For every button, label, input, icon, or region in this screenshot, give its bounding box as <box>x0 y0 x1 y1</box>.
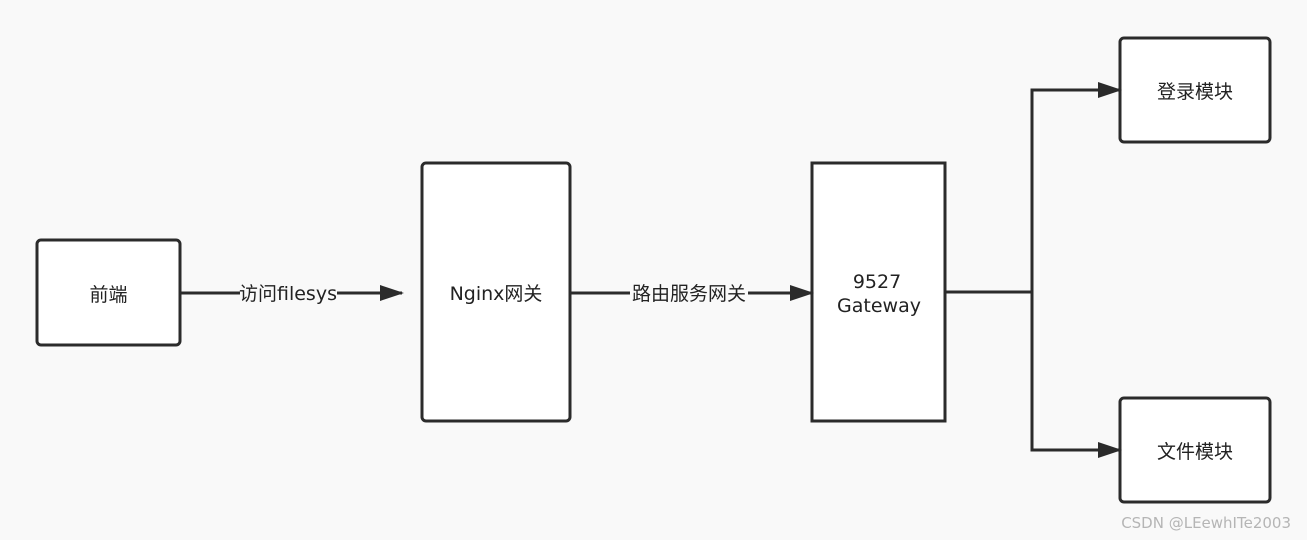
node-gateway-name: Gateway <box>837 295 921 317</box>
edge-frontend-to-nginx-label: 访问filesys <box>239 283 337 305</box>
node-gateway: 9527 Gateway <box>810 161 947 423</box>
node-login: 登录模块 <box>1118 36 1272 144</box>
edge-gateway-branch <box>945 82 1122 458</box>
edge-nginx-to-gateway-label: 路由服务网关 <box>632 283 746 305</box>
edge-gateway-to-login <box>945 82 1122 294</box>
edge-nginx-to-gateway-label-bg <box>630 281 748 305</box>
node-file: 文件模块 <box>1118 396 1272 504</box>
node-nginx: Nginx网关 <box>420 161 572 423</box>
node-file-label: 文件模块 <box>1157 441 1233 463</box>
edge-gateway-to-file <box>1030 292 1122 458</box>
edge-frontend-to-nginx-label-bg <box>240 281 337 305</box>
node-frontend: 前端 <box>35 238 182 347</box>
node-gateway-port: 9527 <box>853 271 901 293</box>
node-nginx-label: Nginx网关 <box>450 283 543 305</box>
watermark-text: CSDN @LEewhITe2003 <box>1121 514 1291 532</box>
node-login-label: 登录模块 <box>1157 81 1233 103</box>
edge-nginx-to-gateway: 路由服务网关 <box>570 281 814 305</box>
node-gateway-box <box>810 161 947 423</box>
edge-frontend-to-nginx: 访问filesys <box>180 281 404 305</box>
node-frontend-label: 前端 <box>89 284 127 306</box>
